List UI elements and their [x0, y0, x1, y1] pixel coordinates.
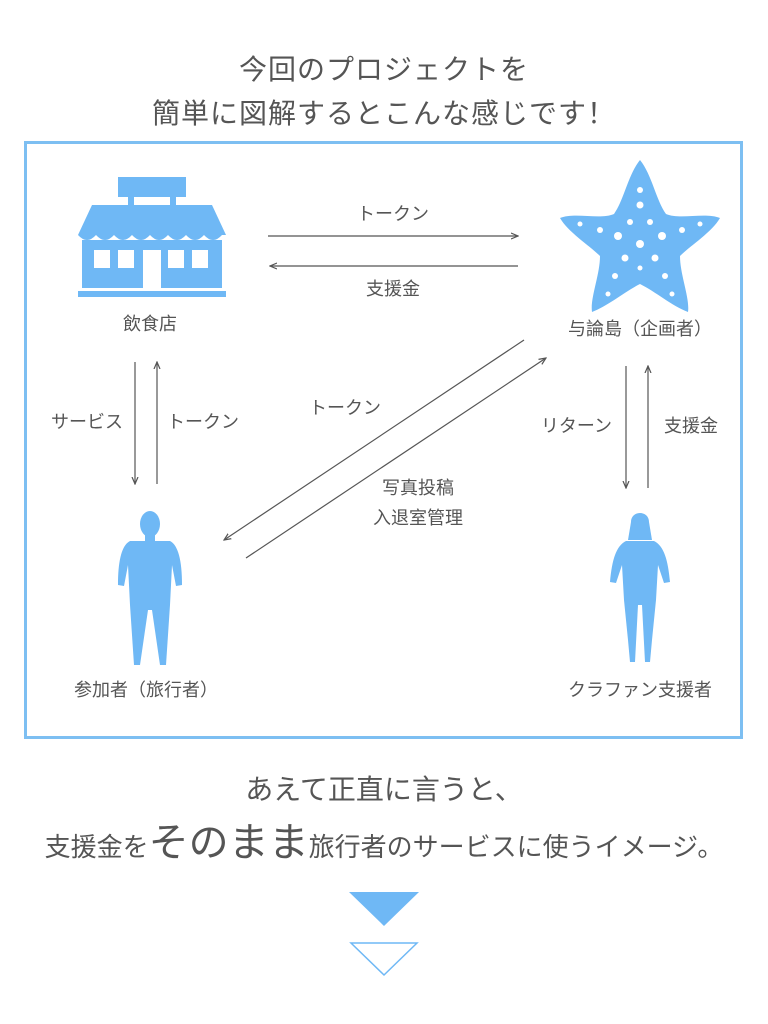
- arrow-token-to-participant: [224, 339, 525, 540]
- node-participant-label: 参加者（旅行者）: [74, 680, 218, 701]
- edge-entry-exit-label: 入退室管理: [373, 508, 463, 529]
- shop-icon: [78, 177, 226, 297]
- footer-line-2: 支援金をそのまま旅行者のサービスに使うイメージ。: [0, 818, 768, 873]
- node-supporter-label: クラファン支援者: [568, 680, 712, 701]
- arrow-photo-to-island: [245, 358, 546, 559]
- edge-photo-post-label: 写真投稿: [382, 478, 454, 499]
- heading-line-1: 今回のプロジェクトを: [238, 53, 529, 86]
- edge-token-top-label: トークン: [357, 204, 429, 225]
- footer-line-1: あえて正直に言うと、: [245, 773, 523, 806]
- edge-token-diag-label: トークン: [309, 398, 381, 419]
- woman-silhouette-icon: [610, 513, 670, 662]
- edge-service-label: サービス: [51, 412, 123, 433]
- man-silhouette-icon: [118, 511, 182, 665]
- footer-emphasis: そのまま: [148, 820, 309, 866]
- heading-line-2: 簡単に図解するとこんな感じです！: [151, 97, 616, 130]
- starfish-icon: [560, 160, 720, 312]
- edge-token-left-label: トークン: [167, 412, 239, 433]
- node-restaurant-label: 飲食店: [123, 314, 177, 335]
- edge-support-top-label: 支援金: [366, 279, 420, 300]
- node-island-label: 与論島（企画者）: [568, 319, 712, 340]
- footer-prefix: 支援金を: [44, 833, 149, 863]
- edge-support-right-label: 支援金: [664, 416, 718, 437]
- edge-return-label: リターン: [541, 416, 612, 437]
- footer-suffix: 旅行者のサービスに使うイメージ。: [308, 833, 724, 863]
- diagram-frame: [24, 141, 743, 739]
